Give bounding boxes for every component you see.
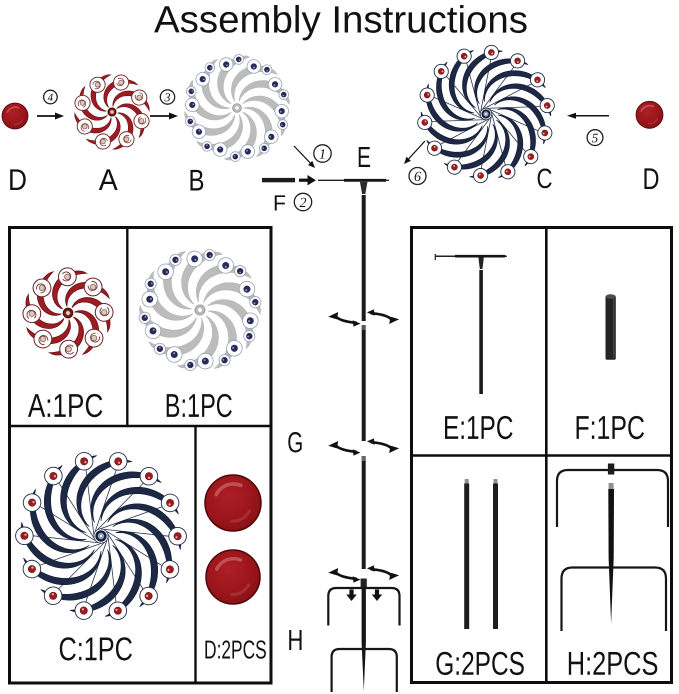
svg-text:D:2PCS: D:2PCS (204, 634, 267, 664)
svg-text:2: 2 (299, 196, 306, 211)
svg-text:D: D (8, 164, 27, 197)
svg-text:E:1PC: E:1PC (443, 409, 514, 446)
svg-text:3: 3 (163, 90, 170, 104)
svg-text:5: 5 (592, 130, 599, 145)
svg-text:G:2PCS: G:2PCS (435, 645, 525, 682)
svg-text:D: D (642, 163, 659, 196)
svg-text:F: F (273, 190, 286, 215)
svg-text:C: C (536, 163, 552, 194)
svg-text:G: G (287, 427, 303, 459)
svg-text:H: H (287, 625, 303, 657)
svg-text:6: 6 (414, 170, 421, 185)
svg-text:E: E (357, 142, 371, 174)
svg-text:H:2PCS: H:2PCS (567, 645, 659, 682)
svg-text:1: 1 (319, 148, 326, 163)
svg-text:A:1PC: A:1PC (28, 387, 104, 424)
svg-text:Assembly Instructions: Assembly Instructions (154, 0, 528, 42)
svg-text:C:1PC: C:1PC (58, 630, 133, 667)
svg-text:4: 4 (48, 92, 54, 104)
svg-text:A: A (99, 164, 118, 197)
svg-text:B:1PC: B:1PC (165, 387, 233, 424)
svg-text:F:1PC: F:1PC (574, 409, 645, 446)
svg-text:B: B (188, 164, 204, 197)
